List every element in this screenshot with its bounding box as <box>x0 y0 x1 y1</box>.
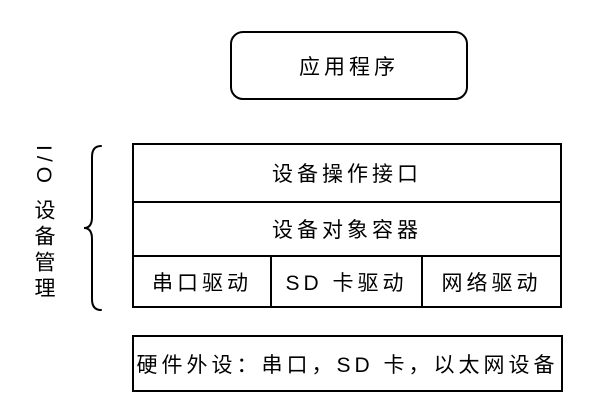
application-box-label: 应用程序 <box>299 55 399 79</box>
application-box: 应用程序 <box>230 31 468 100</box>
hardware-peripherals-label: 硬件外设：串口，SD 卡，以太网设备 <box>136 353 559 377</box>
device-operation-interface-label: 设备操作接口 <box>272 163 422 186</box>
serial-driver-cell: 串口驱动 <box>134 257 272 306</box>
curly-brace-icon <box>83 145 102 311</box>
hardware-peripherals-box: 硬件外设：串口，SD 卡，以太网设备 <box>132 335 563 392</box>
sdcard-driver-label: SD 卡驱动 <box>285 271 408 295</box>
driver-row: 串口驱动 SD 卡驱动 网络驱动 <box>134 257 560 306</box>
io-management-stack: 设备操作接口 设备对象容器 串口驱动 SD 卡驱动 网络驱动 <box>132 143 562 308</box>
serial-driver-label: 串口驱动 <box>152 271 252 295</box>
io-device-management-label: I/O 设备管理 <box>32 145 55 303</box>
network-driver-label: 网络驱动 <box>441 271 542 295</box>
device-operation-interface-layer: 设备操作接口 <box>134 145 560 203</box>
sdcard-driver-cell: SD 卡驱动 <box>272 257 423 306</box>
device-object-container-label: 设备对象容器 <box>272 219 422 242</box>
device-object-container-layer: 设备对象容器 <box>134 203 560 257</box>
network-driver-cell: 网络驱动 <box>423 257 560 306</box>
